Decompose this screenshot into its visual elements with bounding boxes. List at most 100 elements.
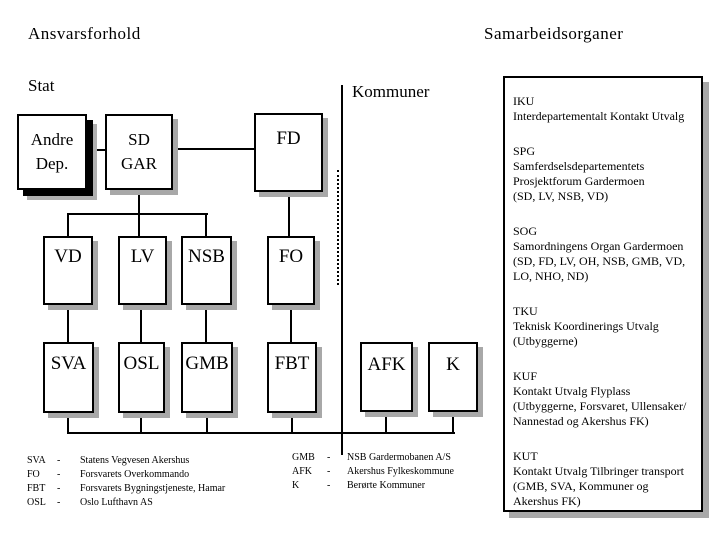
samarbeid-entry-desc: Kontakt Utvalg Tilbringer transport (GMB…: [513, 464, 684, 508]
org-box-sd-gar: SD GAR: [105, 114, 173, 190]
connector-drop-nsb: [205, 213, 207, 237]
org-box-fo: FO: [267, 236, 315, 305]
legend-middle: GMB - NSB Gardermobanen A/S AFK - Akersh…: [292, 451, 492, 493]
org-box-label: GMB: [185, 353, 229, 374]
connector-drop-afk: [385, 412, 387, 433]
legend-dash: -: [57, 455, 61, 466]
samarbeid-entry-kuf: KUF Kontakt Utvalg Flyplass (Utbyggerne,…: [513, 369, 695, 429]
section-label-kommuner: Kommuner: [352, 82, 430, 101]
samarbeid-entry-abbr: TKU: [513, 304, 538, 318]
org-box-andre-dep: Andre Dep.: [17, 114, 87, 190]
connector-drop-gmb: [206, 412, 208, 433]
samarbeid-entry-desc: Samordningens Organ Gardermoen (SD, FD, …: [513, 239, 686, 283]
legend-abbr: AFK: [292, 466, 313, 477]
connector-drop-lv: [138, 213, 140, 237]
org-box-label: SD GAR: [121, 130, 157, 173]
legend-desc: NSB Gardermobanen A/S: [347, 452, 451, 463]
org-box-label: K: [446, 354, 460, 375]
divider-line-stat-kommuner: [341, 85, 343, 455]
connector-drop-vd: [67, 213, 69, 237]
connector-drop-sva: [67, 412, 69, 433]
legend-abbr: GMB: [292, 452, 315, 463]
org-box-k: K: [428, 342, 478, 412]
legend-dash: -: [327, 480, 331, 491]
legend-desc: Berørte Kommuner: [347, 480, 426, 491]
samarbeid-entry-abbr: SOG: [513, 224, 538, 238]
legend-abbr: FBT: [27, 483, 46, 494]
samarbeid-entry-iku: IKU Interdepartementalt Kontakt Utvalg: [513, 94, 695, 124]
legend-row: FO - Forsvarets Overkommando: [27, 468, 292, 482]
connector-sdgar-down: [138, 189, 140, 215]
legend-abbr: SVA: [27, 455, 46, 466]
legend-row: K - Berørte Kommuner: [292, 479, 492, 493]
divider-dashed-segment: [337, 170, 339, 285]
org-box-sva: SVA: [43, 342, 94, 413]
samarbeid-entry-abbr: SPG: [513, 144, 536, 158]
org-box-label: FO: [278, 246, 304, 267]
connector-drop-k: [452, 412, 454, 433]
connector-drop-fbt: [291, 412, 293, 433]
legend-dash: -: [57, 483, 61, 494]
org-box-label: FD: [276, 128, 301, 149]
connector-bus-bottom: [67, 432, 455, 434]
org-box-label: Andre Dep.: [30, 130, 74, 173]
samarbeid-entry-sog: SOG Samordningens Organ Gardermoen (SD, …: [513, 224, 695, 284]
org-box-nsb: NSB: [181, 236, 232, 305]
connector-drop-osl: [140, 412, 142, 433]
org-box-label: VD: [54, 246, 82, 267]
connector-andredep-sdgar: [87, 149, 105, 151]
samarbeid-entry-desc: Kontakt Utvalg Flyplass (Utbyggerne, For…: [513, 384, 687, 428]
connector-lv-osl: [140, 304, 142, 343]
title-samarbeidsorganer: Samarbeidsorganer: [484, 24, 624, 43]
legend-desc: Forsvarets Bygningstjeneste, Hamar: [80, 483, 226, 494]
samarbeid-entry-abbr: KUF: [513, 369, 538, 383]
legend-dash: -: [327, 466, 331, 477]
org-box-label: SVA: [50, 353, 87, 374]
legend-desc: Forsvarets Overkommando: [80, 469, 190, 480]
samarbeid-entry-abbr: IKU: [513, 94, 535, 108]
org-box-fd: FD: [254, 113, 323, 192]
org-box-gmb: GMB: [181, 342, 233, 413]
samarbeid-entry-kut: KUT Kontakt Utvalg Tilbringer transport …: [513, 449, 695, 509]
samarbeid-entry-desc: Interdepartementalt Kontakt Utvalg: [513, 109, 685, 123]
org-box-vd: VD: [43, 236, 93, 305]
legend-dash: -: [57, 497, 61, 508]
org-box-label: AFK: [367, 354, 406, 375]
connector-vd-sva: [67, 304, 69, 343]
org-box-osl: OSL: [118, 342, 165, 413]
legend-left: SVA - Statens Vegvesen Akershus FO - For…: [27, 454, 292, 510]
section-label-stat: Stat: [28, 76, 55, 95]
legend-dash: -: [57, 469, 61, 480]
org-box-label: LV: [130, 246, 155, 267]
connector-fo-fbt: [290, 304, 292, 343]
org-box-lv: LV: [118, 236, 167, 305]
connector-sdgar-fd: [173, 148, 254, 150]
legend-abbr: K: [292, 480, 300, 491]
legend-row: OSL - Oslo Lufthavn AS: [27, 496, 292, 510]
legend-dash: -: [327, 452, 331, 463]
samarbeid-entry-tku: TKU Teknisk Koordinerings Utvalg (Utbygg…: [513, 304, 695, 349]
samarbeid-entry-spg: SPG Samferdselsdepartementets Prosjektfo…: [513, 144, 695, 204]
connector-fd-fo: [288, 191, 290, 237]
legend-row: FBT - Forsvarets Bygningstjeneste, Hamar: [27, 482, 292, 496]
org-box-label: OSL: [123, 353, 160, 374]
legend-row: AFK - Akershus Fylkeskommune: [292, 465, 492, 479]
org-box-label: FBT: [274, 353, 310, 374]
samarbeid-entry-abbr: KUT: [513, 449, 538, 463]
samarbeid-entry-desc: Teknisk Koordinerings Utvalg (Utbyggerne…: [513, 319, 659, 348]
samarbeidsorganer-panel: IKU Interdepartementalt Kontakt Utvalg S…: [503, 76, 703, 512]
legend-desc: Akershus Fylkeskommune: [347, 466, 454, 477]
legend-abbr: FO: [27, 469, 40, 480]
org-box-label: NSB: [188, 246, 225, 267]
legend-row: GMB - NSB Gardermobanen A/S: [292, 451, 492, 465]
samarbeid-entry-desc: Samferdselsdepartementets Prosjektforum …: [513, 159, 645, 203]
org-box-fbt: FBT: [267, 342, 317, 413]
org-box-afk: AFK: [360, 342, 413, 412]
legend-abbr: OSL: [27, 497, 46, 508]
connector-bus-row2: [67, 213, 208, 215]
title-ansvarsforhold: Ansvarsforhold: [28, 24, 141, 43]
legend-row: SVA - Statens Vegvesen Akershus: [27, 454, 292, 468]
legend-desc: Statens Vegvesen Akershus: [80, 455, 190, 466]
legend-desc: Oslo Lufthavn AS: [80, 497, 153, 508]
